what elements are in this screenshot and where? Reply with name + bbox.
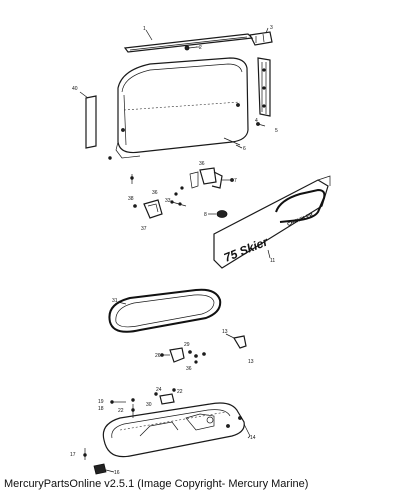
callout-31: 31	[112, 298, 118, 304]
latch-knob	[208, 210, 228, 218]
right-clip	[225, 333, 247, 349]
callout-22b: 22	[177, 389, 183, 395]
callout-17: 17	[70, 452, 76, 458]
bottom-cowl	[102, 402, 251, 458]
side-decal-panel: 75 Skier CHRYSLER	[213, 175, 331, 269]
latch-assembly	[174, 167, 234, 196]
callout-29: 29	[184, 342, 190, 348]
callout-14: 14	[250, 435, 256, 441]
callout-11: 11	[270, 258, 275, 264]
callout-8: 8	[204, 212, 207, 218]
lower-hardware	[110, 388, 176, 418]
callout-3: 3	[270, 25, 273, 31]
callout-13: 13	[222, 329, 228, 335]
callout-36: 36	[199, 161, 205, 167]
callout-5: 5	[275, 128, 278, 134]
callout-22: 22	[118, 408, 124, 414]
callout-26: 26	[155, 353, 161, 359]
bottom-left-parts	[83, 448, 115, 475]
callout-16: 16	[114, 470, 120, 476]
callout-24: 24	[156, 387, 162, 393]
cowl-fasteners	[108, 156, 134, 184]
callout-7: 7	[234, 178, 237, 184]
callout-38: 38	[128, 196, 134, 202]
callout-13b: 13	[248, 359, 254, 365]
top-cowl	[115, 57, 249, 159]
cowl-seal	[108, 288, 222, 333]
decal-model-text: 75 Skier	[222, 234, 271, 265]
callout-6: 6	[243, 146, 246, 152]
copyright-caption: MercuryPartsOnline v2.5.1 (Image Copyrig…	[4, 478, 309, 490]
callout-40: 40	[72, 86, 78, 92]
callout-18: 18	[98, 406, 104, 412]
rear-bracket	[249, 31, 273, 46]
leader-lines	[117, 27, 271, 439]
side-rail	[256, 57, 271, 127]
callout-36b: 36	[152, 190, 158, 196]
callout-1: 1	[143, 26, 146, 32]
callout-36c: 36	[186, 366, 192, 372]
callout-2: 2	[199, 45, 202, 51]
middle-hardware	[160, 347, 206, 364]
callout-33: 33	[165, 198, 171, 204]
left-side-strip	[79, 91, 97, 149]
callout-30: 30	[146, 402, 152, 408]
callout-19: 19	[98, 399, 104, 405]
callout-numbers: 1 2 3 4 5 6 7 8 11 13 13 14 16 17 18 19 …	[70, 25, 278, 476]
callout-4: 4	[255, 118, 258, 124]
latch-lever	[133, 199, 187, 219]
callout-37: 37	[141, 226, 147, 232]
top-screw	[184, 45, 198, 51]
decal-brand-text: CHRYSLER	[287, 212, 315, 228]
